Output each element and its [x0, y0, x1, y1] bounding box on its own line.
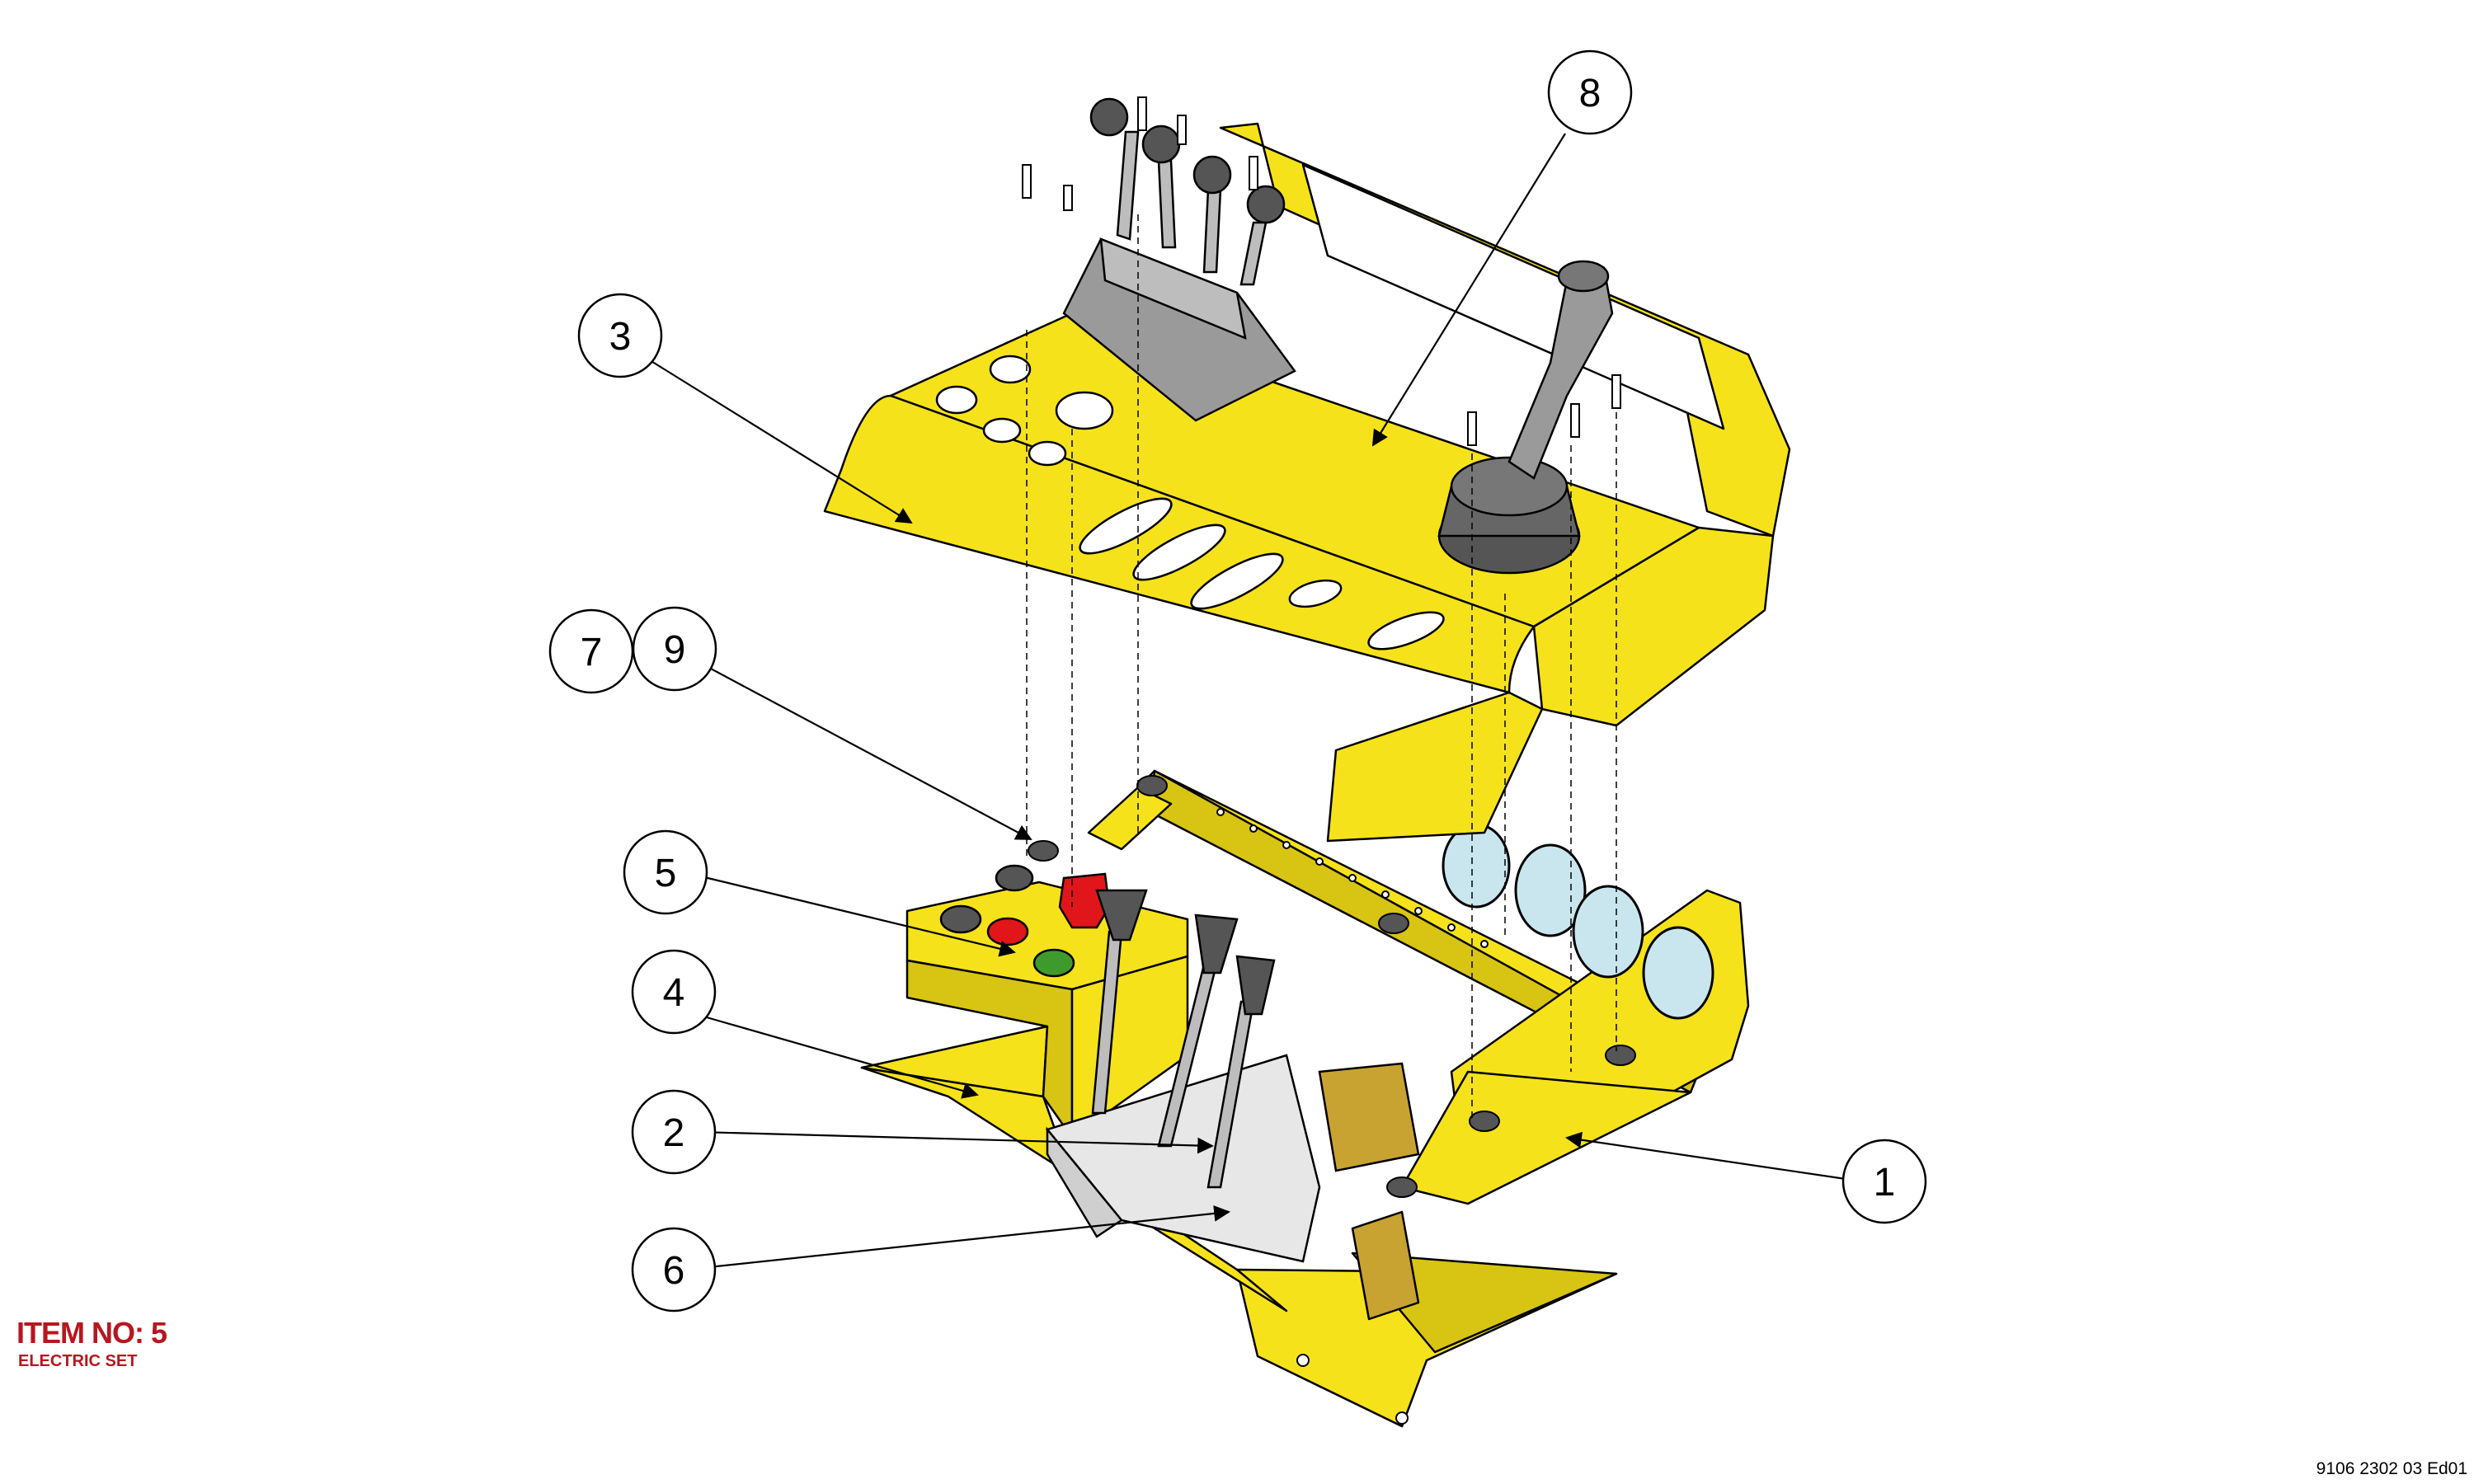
callout-4-label: 4	[663, 971, 685, 1015]
callout-6: 6	[631, 1227, 717, 1313]
item-number-title: ITEM NO: 5	[16, 1316, 167, 1350]
joystick	[1437, 260, 1614, 575]
callout-4: 4	[631, 949, 717, 1035]
callout-9-label: 9	[664, 628, 686, 672]
alignment-lines	[1026, 214, 1617, 1121]
bolts	[1022, 96, 1621, 446]
callout-9: 9	[632, 606, 717, 692]
lower-levers	[1091, 889, 1276, 1189]
upper-lever-bank	[1062, 97, 1296, 422]
callout-8-label: 8	[1579, 72, 1602, 115]
drawing-number: 9106 2302 03 Ed01	[2316, 1459, 2467, 1478]
lower-frame	[860, 769, 1750, 1428]
callout-6-label: 6	[663, 1249, 685, 1293]
callout-2-label: 2	[663, 1111, 685, 1155]
callout-8: 8	[1547, 49, 1633, 135]
callout-7-label: 7	[581, 631, 603, 674]
leader-lines	[642, 133, 1846, 1270]
gauges	[1442, 823, 1714, 1020]
callout-5-label: 5	[655, 852, 677, 895]
upper-panel	[823, 122, 1791, 843]
callout-1: 1	[1841, 1139, 1927, 1224]
rubber-mounts	[1028, 775, 1636, 1198]
control-valve-block	[1045, 1054, 1420, 1263]
callout-7: 7	[548, 608, 634, 694]
callout-3: 3	[577, 293, 663, 378]
callout-1-label: 1	[1874, 1161, 1896, 1205]
item-subtitle: ELECTRIC SET	[18, 1352, 138, 1370]
callout-5: 5	[623, 829, 708, 915]
callout-3-label: 3	[609, 315, 632, 359]
callout-2: 2	[631, 1089, 717, 1175]
